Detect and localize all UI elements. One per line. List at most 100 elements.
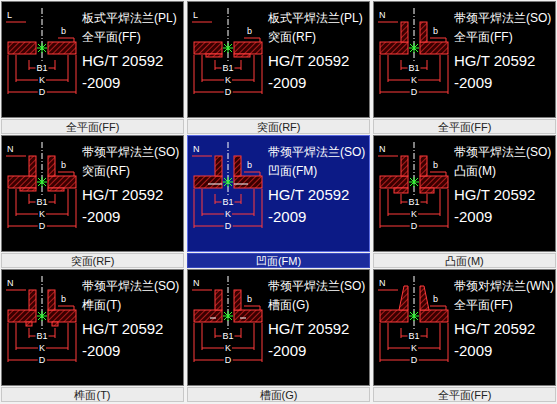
drawing-stroke — [42, 142, 43, 196]
face-type: 全平面(FF) — [82, 29, 141, 45]
dimension-letter: K — [224, 209, 232, 219]
drawing-stroke — [38, 44, 46, 52]
flange-section — [401, 22, 408, 42]
drawing-stroke — [260, 172, 261, 176]
standard-code: HG/T 20592 -2009 — [82, 184, 182, 228]
drawing-stroke — [224, 312, 232, 320]
drawing-stroke — [260, 38, 261, 42]
dimension-letter: K — [38, 209, 46, 219]
flange-section — [215, 290, 222, 310]
drawing-stroke — [254, 323, 255, 350]
drawing-stroke — [262, 189, 263, 228]
drawing-stroke — [414, 142, 415, 196]
flange-section — [48, 176, 76, 188]
drawing-stroke — [446, 172, 447, 176]
flange-thumbnail: 板式平焊法兰(PL)突面(RF)HG/T 20592 -2009LbB1KD — [187, 1, 370, 118]
flange-section — [234, 42, 262, 54]
dimension-letter: K — [38, 75, 46, 85]
flange-section — [380, 176, 408, 188]
face-type: 凸面(M) — [454, 163, 496, 179]
caption-bar: 全平面(FF) — [373, 119, 556, 134]
caption-bar: 槽面(G) — [187, 387, 370, 402]
flange-section — [234, 310, 262, 322]
flange-section — [215, 156, 222, 176]
face-type: 全平面(FF) — [454, 297, 513, 313]
flange-type: 带颈平焊法兰(SO) — [82, 278, 179, 294]
drawing-stroke — [378, 22, 398, 23]
drawing-stroke — [68, 189, 69, 216]
flange-section — [234, 290, 241, 310]
standard-code: HG/T 20592 -2009 — [268, 184, 368, 228]
flange-type: 带颈平焊法兰(SO) — [454, 10, 551, 26]
drawing-stroke — [228, 276, 229, 330]
dimension-letter: D — [410, 355, 419, 365]
dimension-letter: L — [6, 10, 13, 20]
drawing-stroke — [42, 8, 43, 62]
flange-drawing — [378, 142, 448, 228]
dimension-letter: b — [432, 160, 439, 170]
flange-type: 带颈平焊法兰(SO) — [268, 144, 365, 160]
flange-thumbnail: 板式平焊法兰(PL)全平面(FF)HG/T 20592 -2009LbB1KD — [1, 1, 184, 118]
dimension-letter: K — [410, 343, 418, 353]
caption-text: 凸面(M) — [445, 255, 484, 267]
caption-bar: 凹面(FM) — [187, 253, 370, 268]
drawing-stroke — [388, 189, 389, 216]
drawing-stroke — [440, 189, 441, 216]
drawing-stroke — [74, 306, 75, 310]
caption-bar: 突面(RF) — [187, 119, 370, 134]
flange-drawing — [192, 276, 262, 362]
dimension-letter: N — [378, 144, 387, 154]
dimension-letter: N — [192, 278, 201, 288]
flange-section — [401, 156, 408, 176]
drawing-stroke — [194, 55, 195, 94]
flange-thumbnail: 带颈平焊法兰(SO)槽面(G)HG/T 20592 -2009NbB1KD — [187, 269, 370, 386]
dimension-letter: b — [432, 294, 439, 304]
drawing-stroke — [58, 38, 74, 39]
flange-drawing — [378, 276, 448, 362]
drawing-stroke — [68, 323, 69, 350]
drawing-stroke — [16, 189, 17, 216]
face-type: 榫面(T) — [82, 297, 121, 313]
drawing-stroke — [74, 38, 75, 42]
drawing-stroke — [380, 323, 381, 362]
flange-section — [234, 156, 241, 176]
drawing-stroke — [388, 55, 389, 82]
dimension-letter: B1 — [221, 197, 234, 207]
drawing-stroke — [16, 55, 17, 82]
flange-section — [399, 286, 408, 310]
drawing-stroke — [38, 312, 46, 320]
flange-section — [206, 54, 222, 57]
dimension-letter: D — [410, 221, 419, 231]
caption-text: 全平面(FF) — [438, 121, 492, 133]
drawing-stroke — [192, 290, 212, 291]
drawing-stroke — [254, 55, 255, 82]
drawing-stroke — [410, 312, 418, 320]
caption-text: 凹面(FM) — [256, 255, 301, 267]
drawing-stroke — [38, 178, 46, 186]
drawing-stroke — [224, 178, 232, 186]
standard-code: HG/T 20592 -2009 — [454, 50, 554, 94]
caption-text: 突面(RF) — [71, 255, 115, 267]
dimension-letter: K — [410, 209, 418, 219]
flange-section — [48, 290, 55, 310]
drawing-stroke — [224, 178, 232, 186]
drawing-stroke — [440, 55, 441, 82]
flange-section — [8, 176, 36, 188]
drawing-stroke — [244, 172, 260, 173]
caption-bar: 全平面(FF) — [373, 387, 556, 402]
drawing-stroke — [414, 276, 415, 330]
caption-text: 榫面(T) — [74, 389, 110, 401]
caption-bar: 凸面(M) — [373, 253, 556, 268]
drawing-stroke — [228, 142, 229, 196]
flange-thumbnail: 带颈平焊法兰(SO)榫面(T)HG/T 20592 -2009NbB1KD — [1, 269, 184, 386]
drawing-stroke — [38, 44, 46, 52]
flange-section — [420, 156, 427, 176]
drawing-stroke — [260, 306, 261, 310]
drawing-stroke — [262, 55, 263, 94]
dimension-letter: D — [224, 221, 233, 231]
flange-thumbnail: 带颈平焊法兰(SO)凹面(FM)HG/T 20592 -2009NbB1KD — [187, 135, 370, 252]
standard-code: HG/T 20592 -2009 — [454, 184, 554, 228]
caption-bar: 突面(RF) — [1, 253, 184, 268]
flange-section — [48, 188, 64, 191]
